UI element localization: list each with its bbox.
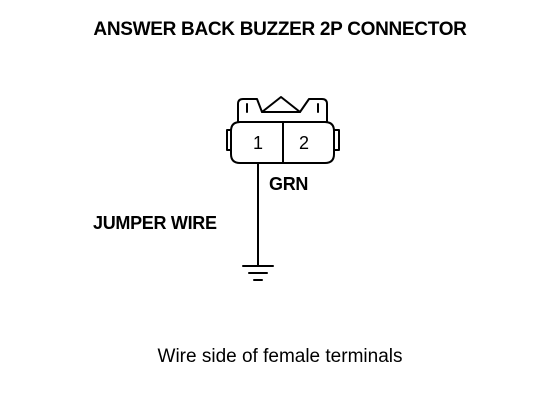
diagram-caption: Wire side of female terminals (157, 346, 403, 367)
connector-lock-tab (237, 96, 328, 123)
wire-color-label: GRN (269, 174, 309, 194)
connector-housing (230, 121, 335, 164)
connector-right-ear (333, 129, 340, 151)
terminal-1-label: 1 (253, 133, 263, 153)
jumper-wire-label: JUMPER WIRE (93, 213, 217, 233)
terminal-2-label: 2 (299, 133, 309, 153)
diagram-title: ANSWER BACK BUZZER 2P CONNECTOR (93, 19, 467, 40)
connector-left-ear (226, 129, 232, 151)
connector-lock-inner (246, 103, 319, 113)
